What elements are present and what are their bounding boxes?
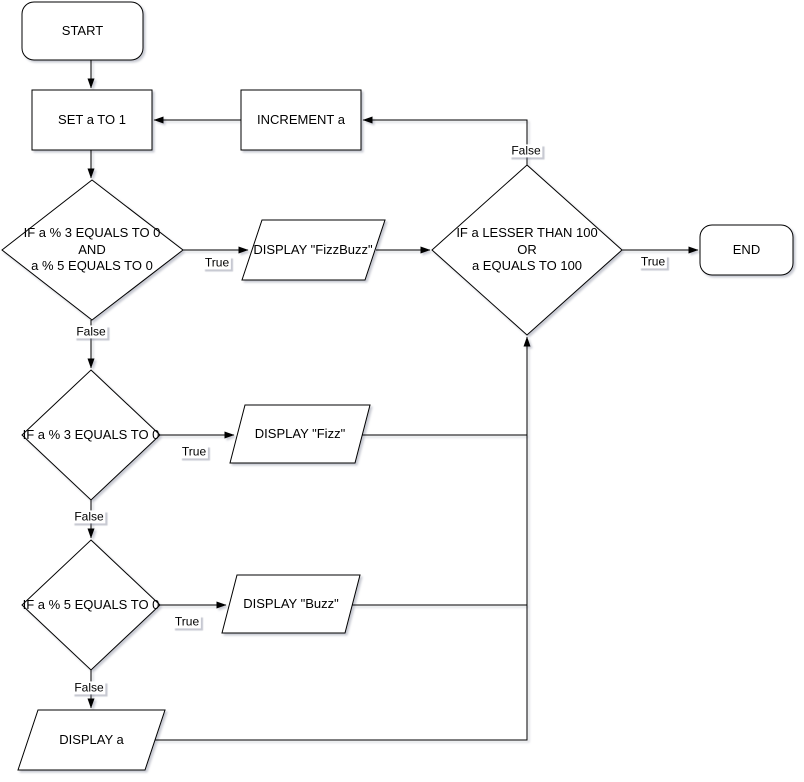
node-display-fizz-shape[interactable] bbox=[229, 404, 371, 464]
node-check-fizzbuzz-shape[interactable] bbox=[1, 179, 184, 321]
edge-label-true-loop: True bbox=[638, 254, 668, 269]
node-increment-a-shape[interactable] bbox=[240, 89, 362, 151]
node-start-shape[interactable] bbox=[21, 1, 144, 61]
node-check-buzz-shape[interactable] bbox=[21, 539, 161, 671]
node-display-a-shape[interactable] bbox=[17, 709, 166, 771]
edge-label-true-buzz: True bbox=[172, 614, 202, 629]
edge-label-false-fizz: False bbox=[72, 509, 106, 524]
node-set-a-shape[interactable] bbox=[31, 89, 153, 151]
node-display-fizzbuzz-shape[interactable] bbox=[241, 219, 386, 281]
edge-label-true-fizzbuzz: True bbox=[202, 255, 232, 270]
edge-label-true-fizz: True bbox=[179, 444, 209, 459]
edge-label-false-loop: False bbox=[509, 143, 543, 158]
node-check-fizz-shape[interactable] bbox=[21, 369, 161, 501]
node-display-buzz-shape[interactable] bbox=[221, 574, 361, 634]
edge-label-false-fizzbuzz: False bbox=[74, 324, 108, 339]
node-end-shape[interactable] bbox=[699, 224, 794, 276]
node-check-loop-shape[interactable] bbox=[431, 164, 623, 336]
edge-display-a-to-check-loop[interactable] bbox=[155, 336, 531, 741]
edge-label-false-buzz: False bbox=[72, 680, 106, 695]
edge-check-loop-false-to-increment[interactable] bbox=[362, 116, 528, 165]
